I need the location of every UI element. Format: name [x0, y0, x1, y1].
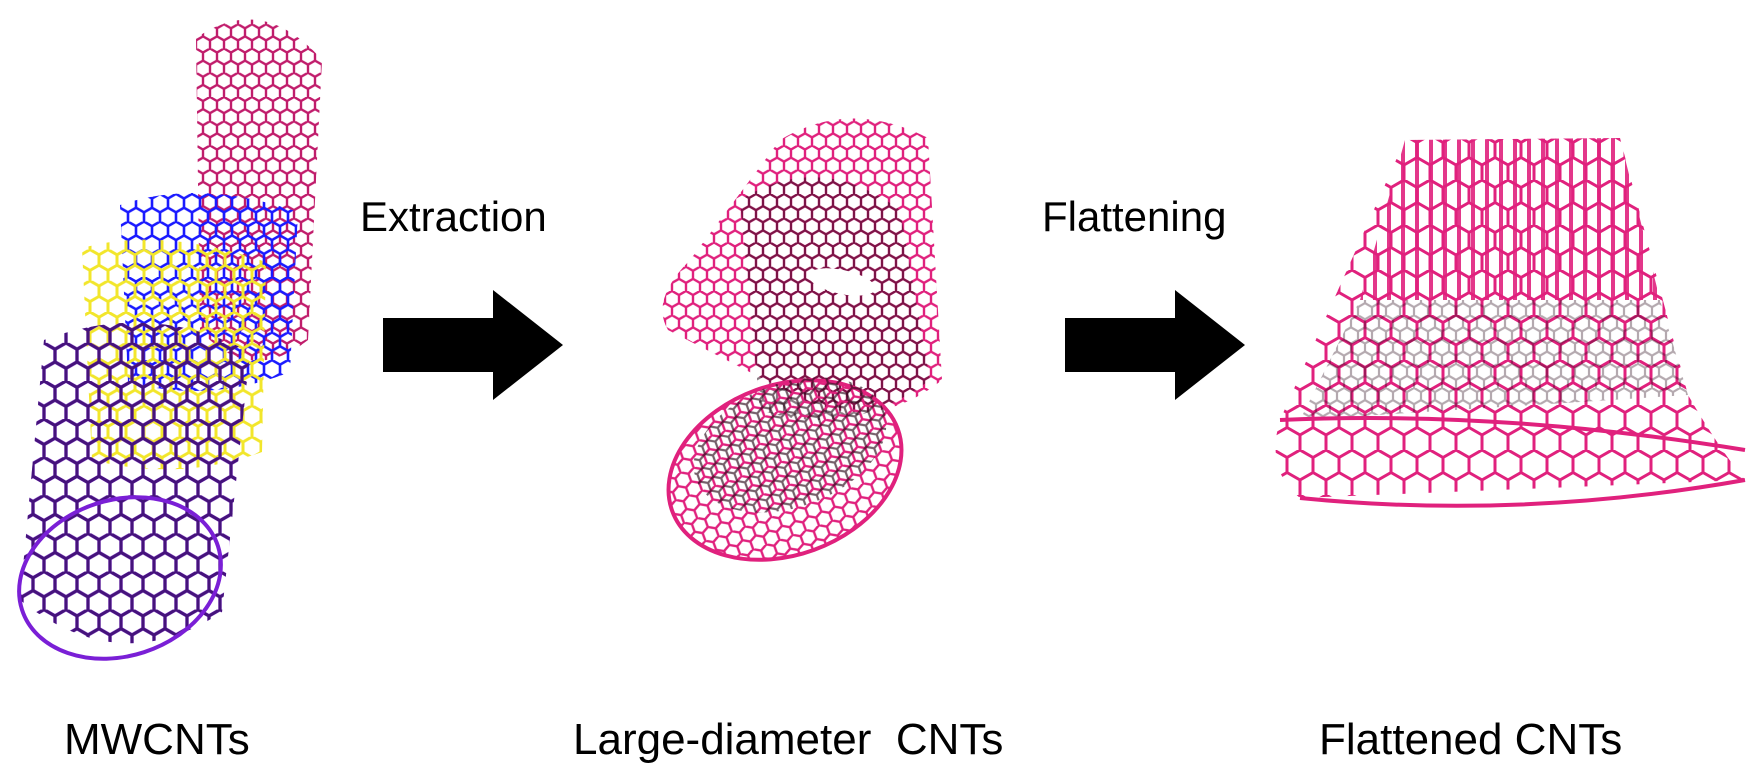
caption-large-diameter-cnts: Large-diameter CNTs — [573, 715, 1004, 764]
right-arrow-icon — [383, 290, 563, 400]
step-label-extraction: Extraction — [360, 193, 547, 240]
step-label-flattening: Flattening — [1042, 193, 1227, 240]
flattened-cnt-illustration — [1275, 138, 1746, 508]
mwcnt-innermost-wall — [17, 322, 250, 661]
caption-flattened-cnts: Flattened CNTs — [1319, 715, 1623, 764]
caption-mwcnts: MWCNTs — [64, 715, 250, 764]
right-arrow-icon — [1065, 290, 1245, 400]
large-diameter-cnt-illustration — [662, 118, 942, 562]
mwcnt-illustration — [17, 19, 322, 661]
